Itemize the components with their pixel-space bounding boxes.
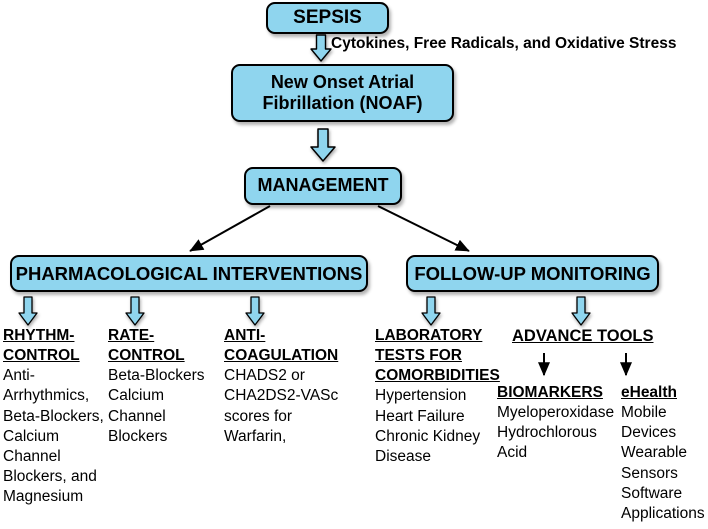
column-rhythm-control: RHYTHM- CONTROL Anti- Arrhythmics, Beta-…: [3, 326, 107, 507]
node-management-label: MANAGEMENT: [257, 175, 389, 196]
heading-advance-tools-label: ADVANCE TOOLS: [512, 327, 654, 345]
label-mediators: Cytokines, Free Radicals, and Oxidative …: [331, 35, 677, 52]
column-rate-control-item-0: Beta-Blockers: [108, 367, 205, 385]
node-pharmacological-label: PHARMACOLOGICAL INTERVENTIONS: [15, 262, 363, 284]
column-biomarkers-item-0: Myeloperoxidase: [497, 404, 615, 422]
column-rhythm-control-item-1: Arrhythmics,: [3, 387, 90, 405]
arrow-advance-tools-to-ehealth: [619, 352, 633, 382]
column-rhythm-control-item-0: Anti-: [3, 367, 35, 385]
node-noaf-line2: Fibrillation (NOAF): [262, 93, 423, 113]
column-rhythm-control-heading-0: RHYTHM-: [3, 327, 75, 344]
arrow-to-rate-control: [125, 296, 145, 326]
column-laboratory-tests-item-2: Chronic Kidney: [375, 427, 481, 445]
arrow-to-advance-tools: [571, 296, 591, 326]
column-laboratory-tests: LABORATORY TESTS FOR COMORBIDITIES Hyper…: [375, 326, 500, 467]
arrow-to-anti-coagulation: [245, 296, 265, 326]
node-followup-label: FOLLOW-UP MONITORING: [414, 262, 651, 284]
node-management[interactable]: MANAGEMENT: [244, 167, 402, 205]
column-biomarkers-item-2: Acid: [497, 444, 528, 462]
arrow-sepsis-to-noaf: [310, 34, 332, 62]
column-laboratory-tests-heading-0: LABORATORY: [375, 327, 483, 344]
column-rhythm-control-item-6: Magnesium: [3, 488, 84, 506]
column-laboratory-tests-heading-2: COMORBIDITIES: [375, 367, 500, 385]
arrow-management-to-pharmacological: [178, 203, 273, 259]
node-followup-monitoring[interactable]: FOLLOW-UP MONITORING: [406, 255, 659, 292]
column-rate-control: RATE- CONTROL Beta-Blockers Calcium Chan…: [108, 326, 212, 447]
column-laboratory-tests-item-3: Disease: [375, 447, 431, 465]
heading-advance-tools: ADVANCE TOOLS: [512, 326, 692, 347]
column-rhythm-control-heading-1: CONTROL: [3, 347, 80, 365]
column-biomarkers-heading-0: BIOMARKERS: [497, 384, 603, 401]
node-noaf-line1: New Onset Atrial: [270, 71, 415, 92]
node-sepsis[interactable]: SEPSIS: [266, 2, 389, 34]
column-anti-coagulation-item-0: CHADS2 or: [224, 367, 305, 385]
arrow-to-laboratory-tests: [421, 296, 441, 326]
column-laboratory-tests-heading-1: TESTS FOR: [375, 347, 462, 365]
node-noaf[interactable]: New Onset Atrial Fibrillation (NOAF): [231, 64, 454, 122]
column-laboratory-tests-item-0: Hypertension: [375, 387, 467, 405]
column-anti-coagulation-item-1: CHA2DS2-VASc: [224, 387, 339, 405]
column-biomarkers: BIOMARKERS Myeloperoxidase Hydrochlorous…: [497, 383, 622, 464]
column-ehealth: eHealth Mobile Devices Wearable Sensors …: [621, 383, 708, 524]
column-laboratory-tests-item-1: Heart Failure: [375, 407, 465, 425]
arrow-to-rhythm-control: [18, 296, 38, 326]
column-rate-control-item-3: Blockers: [108, 427, 168, 445]
column-rhythm-control-item-3: Calcium: [3, 427, 59, 445]
column-rate-control-item-1: Calcium: [108, 387, 164, 405]
column-ehealth-heading-0: eHealth: [621, 384, 677, 401]
column-ehealth-item-2: Wearable: [621, 444, 688, 462]
node-pharmacological-interventions[interactable]: PHARMACOLOGICAL INTERVENTIONS: [10, 255, 368, 292]
column-rate-control-heading-0: RATE-: [108, 327, 155, 344]
column-ehealth-item-5: Applications: [621, 504, 705, 522]
column-ehealth-item-3: Sensors: [621, 464, 678, 482]
arrow-advance-tools-to-biomarkers: [537, 352, 551, 382]
node-sepsis-label: SEPSIS: [293, 6, 362, 28]
column-biomarkers-item-1: Hydrochlorous: [497, 424, 597, 442]
column-anti-coagulation-item-3: Warfarin,: [224, 427, 287, 445]
column-ehealth-item-1: Devices: [621, 424, 677, 442]
column-rate-control-heading-1: CONTROL: [108, 347, 185, 365]
column-ehealth-item-0: Mobile: [621, 404, 667, 422]
column-anti-coagulation-item-2: scores for: [224, 407, 293, 425]
arrow-management-to-followup: [373, 203, 478, 259]
arrow-noaf-to-management: [310, 128, 336, 162]
column-ehealth-item-4: Software: [621, 484, 683, 502]
column-rate-control-item-2: Channel: [108, 407, 166, 425]
column-anti-coagulation: ANTI- COAGULATION CHADS2 or CHA2DS2-VASc…: [224, 326, 348, 447]
column-anti-coagulation-heading-0: ANTI-: [224, 327, 266, 344]
column-rhythm-control-item-2: Beta-Blockers,: [3, 407, 104, 425]
column-rhythm-control-item-5: Blockers, and: [3, 467, 97, 485]
column-rhythm-control-item-4: Channel: [3, 447, 61, 465]
column-anti-coagulation-heading-1: COAGULATION: [224, 347, 339, 365]
